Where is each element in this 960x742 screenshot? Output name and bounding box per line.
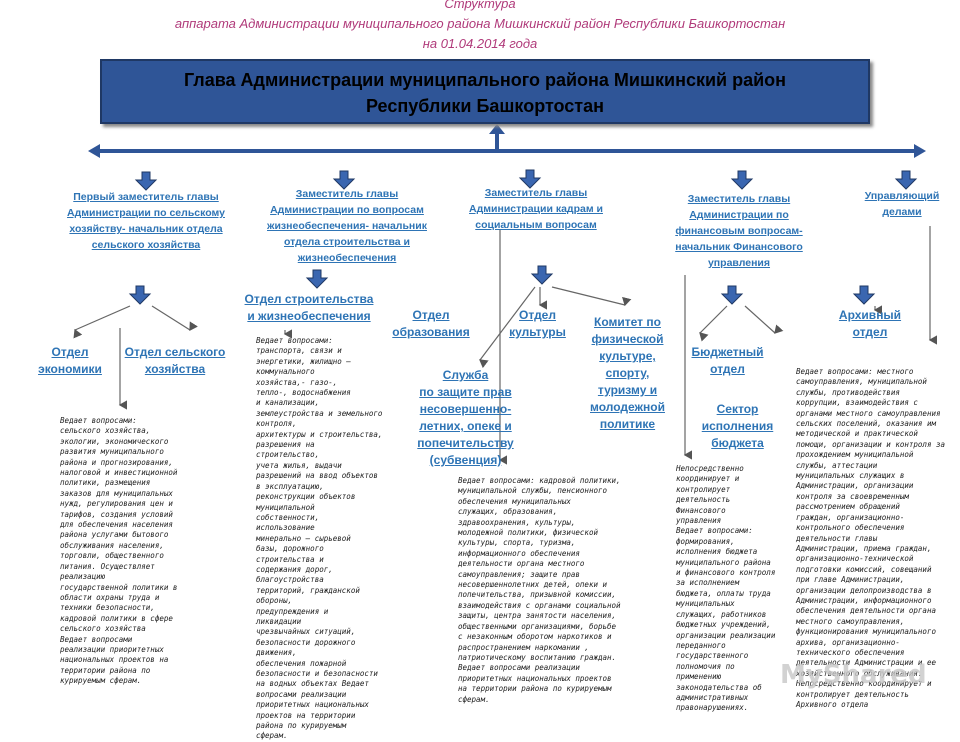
unit-agriculture[interactable]: Отдел сельского хозяйства bbox=[115, 344, 235, 378]
deputy-social[interactable]: Заместитель главы Администрации кадрам и… bbox=[456, 185, 616, 233]
unit-line: культуры bbox=[509, 325, 566, 339]
unit-line: Сектор bbox=[716, 402, 759, 416]
deputy-line: жизнеобеспечения bbox=[297, 252, 397, 264]
deputy-first-agriculture[interactable]: Первый заместитель главы Администрации п… bbox=[56, 189, 236, 253]
deputy-line: Управляющий bbox=[864, 190, 940, 202]
unit-line: экономики bbox=[38, 362, 102, 376]
deputy-finance[interactable]: Заместитель главы Администрации по финан… bbox=[664, 191, 814, 271]
unit-line: попечительству bbox=[417, 436, 514, 450]
unit-line: бюджета bbox=[711, 436, 764, 450]
unit-line: Бюджетный bbox=[691, 345, 764, 359]
note-finance: Непосредственно координирует и контролир… bbox=[676, 464, 776, 713]
unit-sport-committee[interactable]: Комитет по физической культуре, спорту, … bbox=[580, 314, 675, 433]
chart-header-date: на 01.04.2014 года bbox=[422, 36, 538, 51]
unit-line: по защите прав bbox=[419, 385, 512, 399]
unit-line: отдел bbox=[710, 362, 745, 376]
unit-budget[interactable]: Бюджетный отдел bbox=[680, 344, 775, 378]
unit-line: несовершенно- bbox=[419, 402, 512, 416]
unit-culture[interactable]: Отдел культуры bbox=[500, 307, 575, 341]
unit-line: (субвенция) bbox=[429, 453, 502, 467]
unit-line: Комитет по bbox=[594, 315, 661, 329]
head-of-administration-box: Глава Администрации муниципального район… bbox=[100, 59, 870, 124]
deputy-line: управления bbox=[707, 257, 771, 269]
unit-line: физической bbox=[591, 332, 664, 346]
head-title-line-2: Республики Башкортостан bbox=[366, 96, 604, 116]
chart-header-line-2: аппарата Администрации муниципального ра… bbox=[174, 16, 786, 31]
chart-header-line-1: Структура bbox=[444, 0, 516, 11]
unit-line: молодежной bbox=[590, 400, 665, 414]
deputy-line: хозяйству- начальник отдела bbox=[69, 223, 223, 235]
unit-education[interactable]: Отдел образования bbox=[386, 307, 476, 341]
unit-line: Отдел bbox=[51, 345, 89, 359]
unit-line: Отдел bbox=[412, 308, 450, 322]
unit-line: отдел bbox=[852, 325, 888, 339]
deputy-line: Заместитель главы bbox=[295, 188, 399, 200]
unit-construction[interactable]: Отдел строительства и жизнеобеспечения bbox=[234, 291, 384, 325]
note-office-affairs: Ведает вопросами: местного самоуправлени… bbox=[796, 367, 946, 709]
deputy-line: Заместитель главы bbox=[484, 187, 588, 199]
note-social: Ведает вопросами: кадровой политики, мун… bbox=[458, 476, 621, 704]
unit-line: Отдел bbox=[519, 308, 556, 322]
unit-line: культуре, спорту, bbox=[599, 349, 656, 380]
deputy-line: Администрации по bbox=[689, 209, 789, 221]
deputy-line: Администрации по вопросам bbox=[270, 204, 424, 216]
deputy-line: жизнеобеспечения- начальник bbox=[267, 220, 427, 232]
deputy-line: делами bbox=[882, 206, 922, 218]
deputy-line: финансовым вопросам- bbox=[675, 225, 803, 237]
deputy-line: Администрации по сельскому bbox=[67, 207, 225, 219]
deputy-life-support[interactable]: Заместитель главы Администрации по вопро… bbox=[252, 186, 442, 266]
deputy-line: Заместитель главы bbox=[687, 193, 791, 205]
watermark-logo: MyShared bbox=[780, 660, 927, 690]
deputy-line: Первый заместитель главы bbox=[73, 191, 219, 203]
unit-economy[interactable]: Отдел экономики bbox=[30, 344, 110, 378]
unit-line: Отдел сельского bbox=[124, 345, 226, 359]
unit-line: образования bbox=[392, 325, 470, 339]
head-title-line-1: Глава Администрации муниципального район… bbox=[183, 70, 787, 90]
deputy-line: Администрации кадрам и bbox=[469, 203, 603, 215]
unit-line: и жизнеобеспечения bbox=[247, 309, 371, 323]
deputy-line: сельского хозяйства bbox=[91, 239, 201, 251]
unit-archive[interactable]: Архивный отдел bbox=[825, 307, 915, 341]
unit-line: летних, опеке и bbox=[419, 419, 512, 433]
note-agriculture: Ведает вопросами: сельского хозяйства, э… bbox=[60, 416, 178, 686]
note-construction: Ведает вопросами: транспорта, связи и эн… bbox=[256, 336, 383, 741]
unit-line: политике bbox=[599, 417, 656, 431]
deputy-line: начальник Финансового bbox=[675, 241, 803, 253]
unit-budget-execution[interactable]: Сектор исполнения бюджета bbox=[690, 401, 785, 452]
unit-line: хозяйства bbox=[144, 362, 206, 376]
unit-line: Архивный bbox=[838, 308, 902, 322]
unit-line: Служба bbox=[442, 368, 489, 382]
org-chart-connectors bbox=[73, 124, 938, 465]
unit-guardianship-service[interactable]: Служба по защите прав несовершенно- летн… bbox=[408, 367, 523, 469]
unit-line: Отдел строительства bbox=[244, 292, 374, 306]
unit-line: исполнения bbox=[701, 419, 774, 433]
office-manager[interactable]: Управляющий делами bbox=[852, 188, 952, 220]
deputy-line: отдела строительства и bbox=[284, 236, 410, 248]
unit-line: туризму и bbox=[597, 383, 658, 397]
deputy-line: социальным вопросам bbox=[475, 219, 597, 231]
